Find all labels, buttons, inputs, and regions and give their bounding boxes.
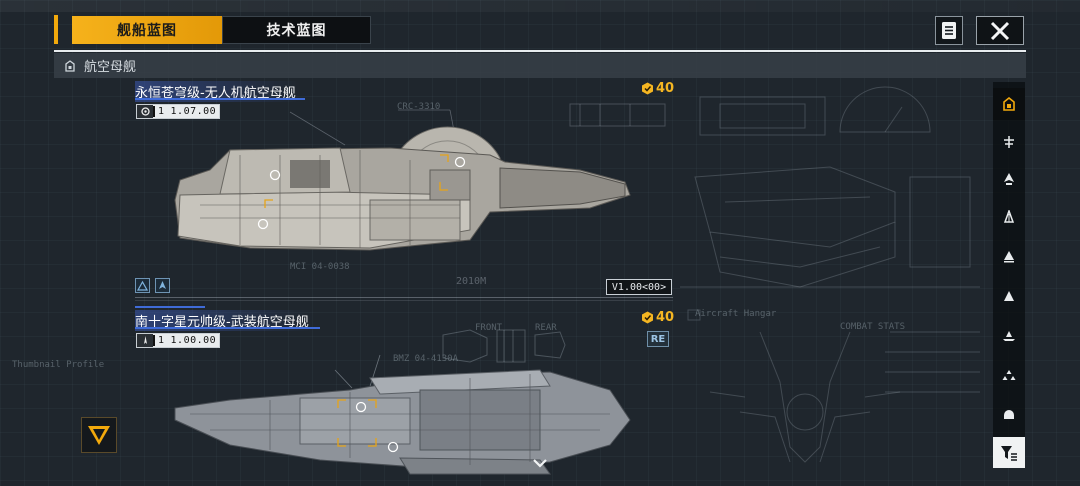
blueprint-token-icon xyxy=(642,82,653,95)
sidebar-item-frigate[interactable] xyxy=(993,240,1025,272)
ship-tag-2: RE xyxy=(647,331,669,347)
ship-cost-value-2: 40 xyxy=(656,310,675,325)
ship-name-2[interactable]: 南十字星元帅级-武装航空母舰 xyxy=(135,310,313,331)
filter-button[interactable] xyxy=(993,437,1025,468)
blueprint-token-icon xyxy=(642,311,653,324)
ship-version-2: 1.00.00 xyxy=(170,335,217,346)
ship-cost-1: 40 xyxy=(641,81,674,96)
tab-ship-blueprints[interactable]: 舰船蓝图 xyxy=(72,16,222,44)
background-blueprint-schematics xyxy=(680,86,980,463)
chevron-down-icon[interactable] xyxy=(531,457,549,469)
blueprint-top-schematic xyxy=(569,103,666,127)
carrier-class-icon xyxy=(65,59,75,72)
category-label: 航空母舰 xyxy=(84,60,137,75)
ship-name-underline-2 xyxy=(135,327,320,329)
sidebar-item-corvette[interactable] xyxy=(993,280,1025,312)
ship-version-badge-2: 1 1.00.00 xyxy=(136,333,221,348)
ship-card-divider xyxy=(135,300,673,301)
corvette-icon xyxy=(1004,291,1014,301)
ship-version-label-1: V1.00<00> xyxy=(606,279,672,295)
ship-name-1[interactable]: 永恒苍穹级-无人机航空母舰 xyxy=(135,81,300,102)
ship-name-underline xyxy=(135,98,305,100)
sidebar-item-carrier[interactable] xyxy=(993,88,1025,120)
fighter-hangar-icon-1 xyxy=(155,278,170,293)
ship-version-badge-1: 1 1.07.00 xyxy=(136,104,221,119)
document-list-button[interactable] xyxy=(935,16,963,45)
ship-version-1: 1.07.00 xyxy=(170,106,217,117)
rear-view-label: REAR xyxy=(535,323,557,333)
drone-hangar-icon-1 xyxy=(135,278,150,293)
special-ship-icon xyxy=(1004,410,1014,419)
scale-line xyxy=(135,297,673,298)
ship-name-topline xyxy=(135,306,205,308)
aircraft-icon xyxy=(1003,331,1015,341)
weapon-icon xyxy=(137,334,153,347)
drone-icon xyxy=(137,105,153,118)
destroyer-icon xyxy=(1003,210,1015,223)
sidebar-item-destroyer[interactable] xyxy=(993,201,1025,233)
sidebar-item-cruiser[interactable] xyxy=(993,163,1025,195)
sidebar-item-fleet[interactable] xyxy=(993,359,1025,391)
tab-tech-blueprints[interactable]: 技术蓝图 xyxy=(222,16,371,44)
combat-stats-label: COMBAT STATS xyxy=(840,322,906,332)
ship-subcode-label-2: BMZ 04-4130A xyxy=(393,354,459,364)
blueprint-front-rear-schematic xyxy=(442,329,566,363)
sidebar-item-special[interactable] xyxy=(993,398,1025,430)
frigate-icon xyxy=(1004,251,1014,263)
sidebar-item-battlecruiser[interactable] xyxy=(993,126,1025,158)
ship-code-label-1: CRC-3310 xyxy=(397,102,441,112)
battlecruiser-icon xyxy=(1004,136,1014,148)
cruiser-icon xyxy=(1004,173,1014,185)
fleet-emblem-button[interactable] xyxy=(81,417,117,453)
close-icon xyxy=(990,21,1010,40)
sidebar-item-aircraft[interactable] xyxy=(993,320,1025,352)
tab-accent-bar xyxy=(54,15,58,44)
ship-model-1[interactable] xyxy=(170,100,640,265)
fleet-icon xyxy=(1002,370,1016,380)
ship-scale-label-1: 2010M xyxy=(456,276,487,287)
header-divider xyxy=(54,50,1026,52)
top-decoration xyxy=(0,0,1080,12)
category-bar: 航空母舰 xyxy=(54,53,1026,78)
document-list-icon xyxy=(942,22,956,39)
filter-icon xyxy=(1001,445,1017,461)
triangle-emblem-icon xyxy=(88,426,110,445)
front-view-label: FRONT xyxy=(475,323,503,333)
aircraft-hangar-label: Aircraft Hangar xyxy=(695,309,777,319)
ship-model-2[interactable] xyxy=(170,350,640,480)
ship-cost-2: 40 xyxy=(641,310,674,325)
thumbnail-profile-label: Thumbnail Profile xyxy=(12,360,105,370)
ship-subcode-label-1: MCI 04-0038 xyxy=(290,262,350,272)
close-button[interactable] xyxy=(976,16,1024,45)
ship-cost-value-1: 40 xyxy=(656,81,675,96)
carrier-icon xyxy=(1003,97,1015,111)
